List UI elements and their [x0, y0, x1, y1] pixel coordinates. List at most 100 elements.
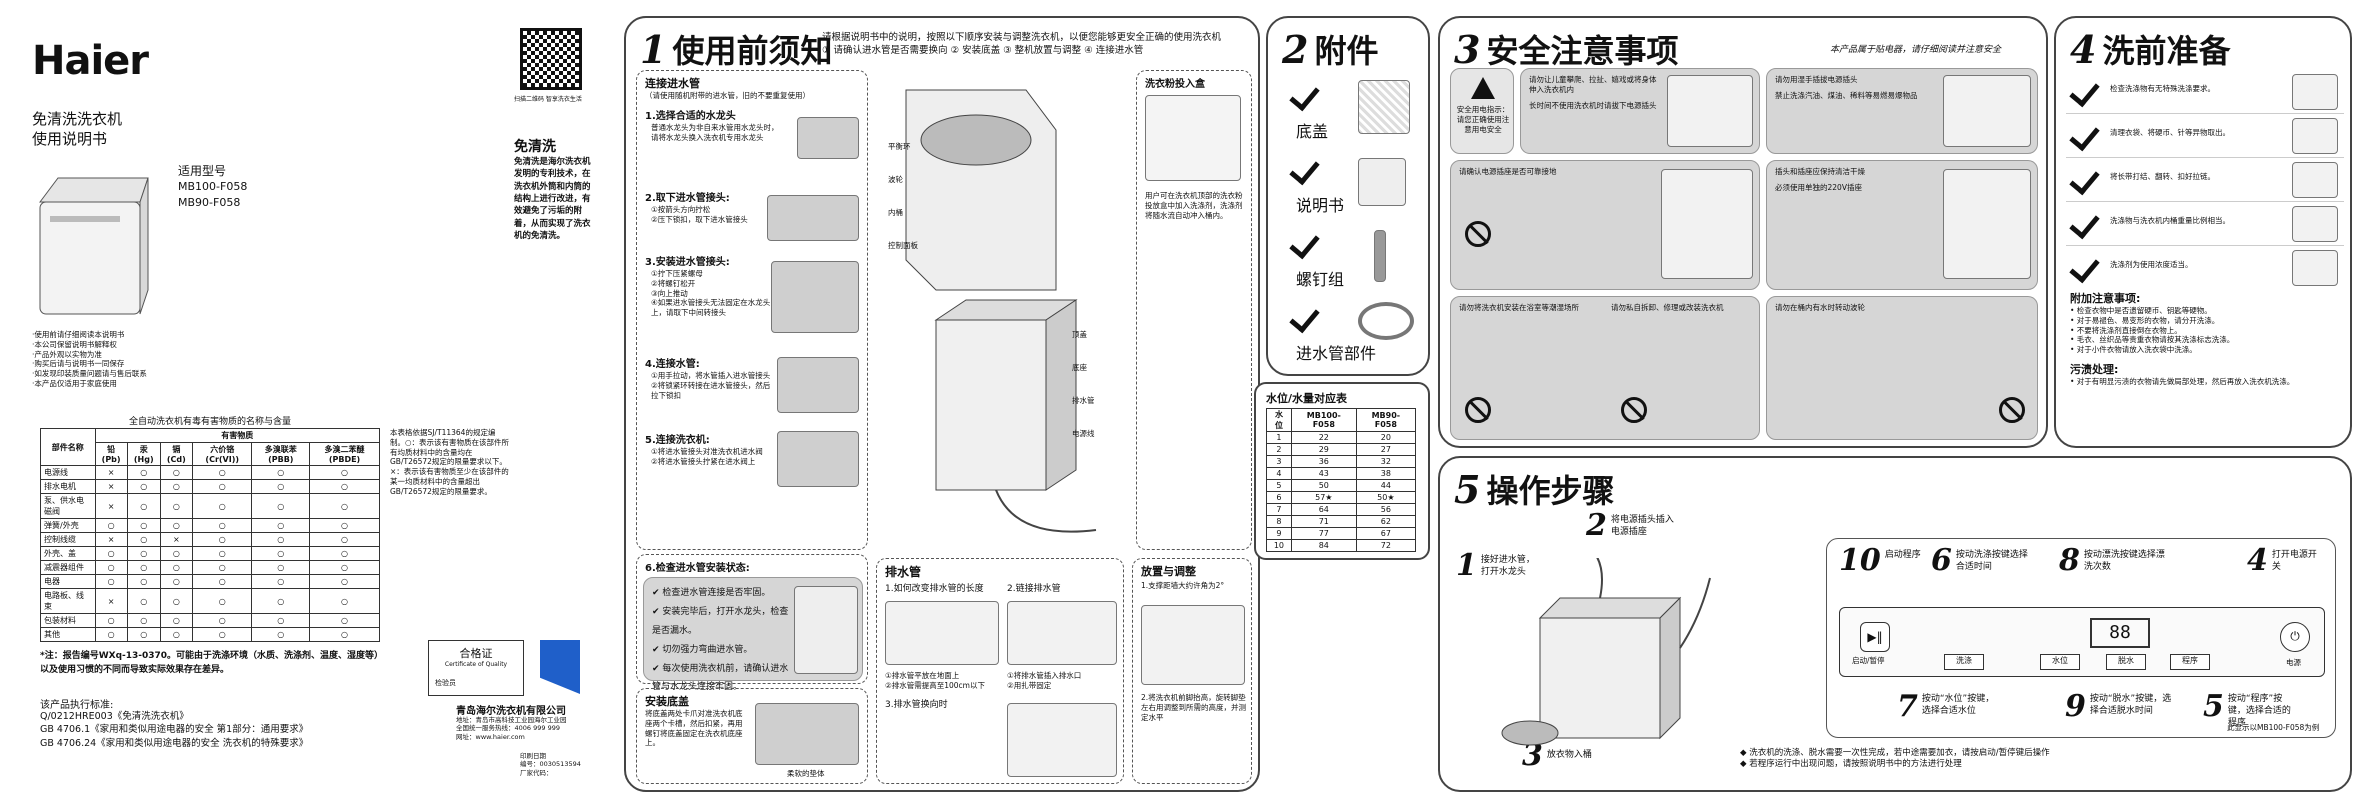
model-2: MB90-F058 — [178, 196, 241, 209]
model-1: MB100-F058 — [178, 180, 248, 193]
detergent-box-image — [1145, 95, 1241, 181]
detergent-box: 洗衣粉投入盒 用户可在洗衣机顶部的洗衣粉投放盒中加入洗涤剂，洗涤剂将随水流自动冲… — [1136, 70, 1252, 550]
power-button[interactable]: ⏻ — [2280, 622, 2310, 652]
safety-block-4: 插头和插座应保持清洁干燥必须使用单独的220V插座 — [1766, 160, 2038, 290]
parts-labels-left: 平衡环波轮内桶控制面板 — [888, 142, 918, 250]
prohibited-icon-3 — [1621, 397, 1647, 423]
bottom-cover-image — [755, 703, 859, 765]
detergent-icon — [2292, 250, 2338, 286]
child-warning-image — [1667, 75, 1753, 147]
pocket-icon — [2292, 118, 2338, 154]
step-5-title: 5.连接洗衣机: — [645, 435, 710, 446]
hazard-table-row: 泵、供水电磁阀×○○○○○ — [40, 493, 380, 519]
wash-button[interactable]: 洗涤 — [1944, 654, 1984, 670]
brand-logo: Haier — [32, 38, 149, 84]
hazard-table-row: 电器○○○○○○ — [40, 574, 380, 589]
parts-labels-right: 顶盖底座排水管电源线 — [1072, 330, 1095, 438]
start-pause-button[interactable]: ▶‖ — [1860, 622, 1890, 652]
washer-illustration — [30, 172, 150, 320]
hazard-table-row: 外壳、盖○○○○○○ — [40, 546, 380, 561]
manual-icon — [1358, 158, 1406, 206]
manual-label: 使用说明书 — [32, 130, 108, 148]
hazard-table-row: 弹簧/外壳○○○○○○ — [40, 518, 380, 533]
hazard-table-title: 全自动洗衣机有毒有害物质的名称与含量 — [128, 417, 291, 427]
product-name: 免清洗洗衣机 — [32, 110, 123, 128]
check-install-box: 6.检查进水管安装状态: ✔ 检查进水管连接是否牢固。 ✔ 安装完毕后，打开水龙… — [636, 554, 868, 692]
panel-face: ▶‖ 启动/暂停 洗涤 水位 88 脱水 程序 ⏻ 电源 — [1839, 607, 2325, 677]
hazard-table-row: 排水电机×○○○○○ — [40, 479, 380, 494]
prohibited-icon — [1465, 221, 1491, 247]
operation-notes: ◆ 洗衣机的洗涤、脱水需要一次性完成，若中途需要加衣，请按启动/暂停键后操作◆ … — [1740, 748, 2050, 770]
report-note: *注：报告编号WXq-13-0370。可能由于洗涤环境（水质、洗涤剂、温度、湿度… — [40, 651, 379, 675]
models-label: 适用型号 — [178, 164, 227, 178]
free-title: 免清洗 — [514, 139, 556, 155]
safety-block-1: 请勿让儿童攀爬、拉扯、嬉戏或将身体伸入洗衣机内长时间不使用洗衣机时请拔下电源插头 — [1520, 68, 1760, 154]
step-1-title: 1.选择合适的水龙头 — [645, 111, 736, 122]
hazard-table-row: 控制线缆×○×○○○ — [40, 532, 380, 547]
laundry-icon — [2292, 206, 2338, 242]
hazard-table-row: 减震器组件○○○○○○ — [40, 560, 380, 575]
qr-caption: 扫描二维码 智享洗衣生活 — [514, 96, 582, 103]
display-screen: 88 — [2090, 618, 2150, 648]
plug-warning-image — [1943, 75, 2031, 147]
faucet-image — [797, 117, 859, 159]
level-button[interactable]: 水位 — [2040, 654, 2080, 670]
drain-switch-image — [1007, 703, 1117, 777]
washer-operation-diagram — [1500, 537, 1720, 748]
placement-box: 放置与调整 1.支撑距墙大约许角为2° 2.将洗衣机前脚抬高，旋转脚垫左右用调整… — [1132, 558, 1252, 784]
prohibited-icon-4 — [1999, 397, 2025, 423]
safety-block-5: 请勿将洗衣机安装在浴室等潮湿场所 请勿私自拆卸、修理或改装洗衣机 — [1450, 296, 1760, 440]
drain-link-image — [1007, 601, 1117, 665]
hazard-table-row: 电源线×○○○○○ — [40, 465, 380, 480]
washer-parts-diagram — [876, 70, 1116, 550]
step-2-title: 2.取下进水管接头: — [645, 193, 730, 204]
zipper-icon — [2292, 162, 2338, 198]
cover-notes: ·使用前请仔细阅读本说明书·本公司保留说明书解释权·产品外观以实物为准·购买后请… — [32, 330, 147, 388]
hazard-table-row: 包装材料○○○○○○ — [40, 613, 380, 628]
free-text: 免清洗是海尔洗衣机发明的专利技术，在洗衣机外筒和内筒的结构上进行改进，有效避免了… — [514, 157, 591, 241]
install-connector-image — [771, 261, 859, 333]
program-button[interactable]: 程序 — [2170, 654, 2210, 670]
step-4-title: 4.连接水管: — [645, 359, 700, 370]
socket-image — [1943, 169, 2031, 279]
hazard-table: 部件名称有害物质 铅(Pb)汞(Hg)镉(Cd)六价铬(Cr(VI))多溴联苯(… — [40, 428, 381, 642]
safety-block-3: 请确认电源插座是否可靠接地 — [1450, 160, 1760, 290]
section-3-subtitle: 本产品属于贴电器，请仔细阅读并注意安全 — [1830, 45, 2002, 55]
accessory-list: 底盖 说明书 螺钉组 进水管部件 — [1288, 80, 1418, 376]
hazard-table-row: 电路板、线束×○○○○○ — [40, 588, 380, 614]
connector-image — [767, 195, 859, 241]
spin-button[interactable]: 脱水 — [2106, 654, 2146, 670]
bottom-cover-icon — [1358, 80, 1410, 134]
connect-washer-image — [777, 431, 859, 487]
additional-notes: 附加注意事项: • 检查衣物中是否遗留硬币、钥匙等硬物。• 对于易褪色、易变形的… — [2070, 292, 2295, 386]
prohibited-icon-2 — [1465, 397, 1491, 423]
safety-warning-box: 安全用电指示：请您正确使用注意用电安全 — [1450, 68, 1514, 154]
qr-code — [520, 28, 582, 90]
install-cover-box: 安装底盖 将底盖两处卡爪对准洗衣机底座两个卡槽，然后扣紧，再用螺钉将底盖固定在洗… — [636, 688, 868, 784]
safety-block-6: 请勿在桶内有水时转动波轮 — [1766, 296, 2038, 440]
